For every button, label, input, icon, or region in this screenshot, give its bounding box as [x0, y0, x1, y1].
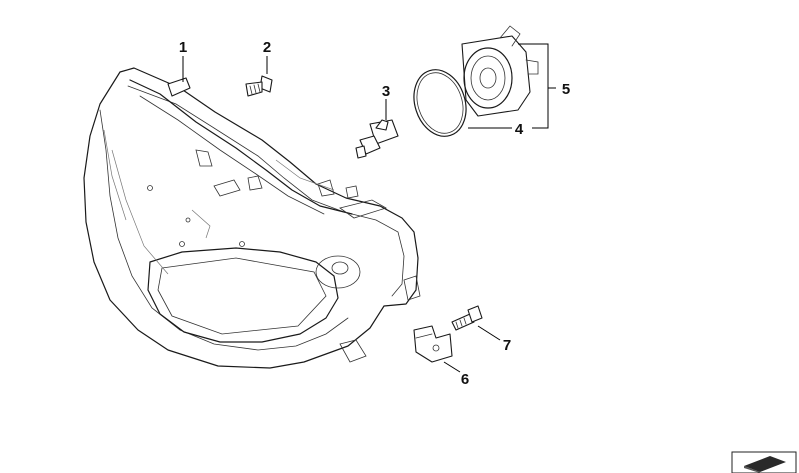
- cover-cap-part: [461, 25, 539, 117]
- headlight-housing: [83, 67, 421, 369]
- corner-mark-icon: [731, 451, 797, 473]
- callout-1: 1: [179, 39, 187, 56]
- callout-2: 2: [263, 39, 271, 56]
- screw-part-small: [451, 305, 483, 331]
- callout-6: 6: [461, 371, 469, 388]
- bulb-part: [355, 119, 399, 159]
- seal-ring-part: [413, 69, 467, 137]
- leader-lines: [182, 43, 556, 373]
- callout-5: 5: [562, 81, 570, 98]
- callout-4: 4: [515, 121, 524, 138]
- callout-3: 3: [382, 83, 390, 100]
- callout-7: 7: [503, 337, 511, 354]
- screw-part: [245, 75, 273, 97]
- clip-part: [413, 325, 453, 363]
